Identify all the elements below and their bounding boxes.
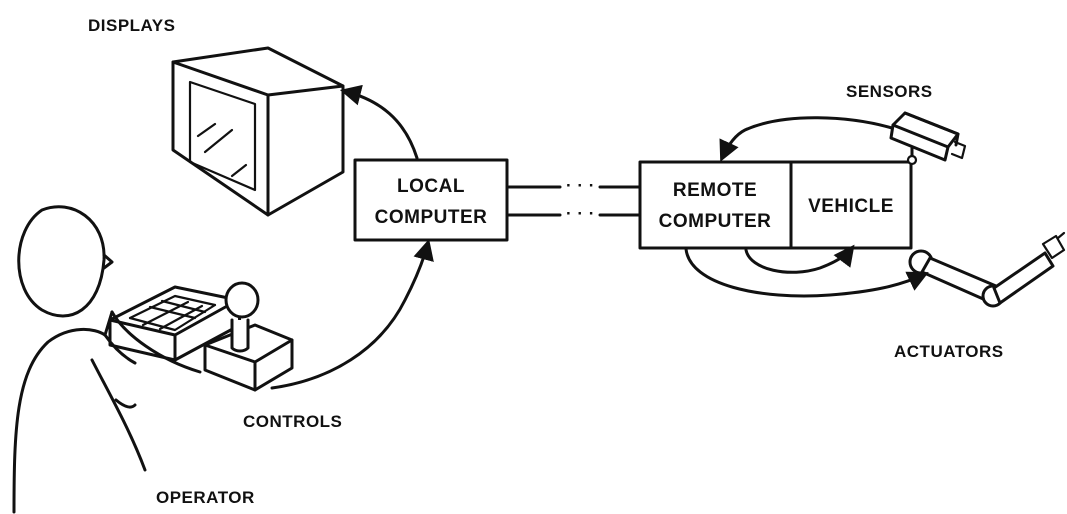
remote-computer-box: REMOTE COMPUTER — [638, 160, 793, 250]
actuators-label: ACTUATORS — [894, 342, 1004, 361]
sensors-label: SENSORS — [846, 82, 933, 101]
actuator-arm — [908, 231, 1066, 308]
display-monitor — [171, 46, 345, 217]
remote-computer-label-line2: COMPUTER — [659, 211, 772, 232]
communication-link: · · · · · · — [507, 176, 643, 223]
local-computer-box: LOCAL COMPUTER — [353, 158, 509, 242]
remote-to-actuators-arrow — [684, 247, 929, 298]
control-console — [108, 281, 294, 392]
link-dots-upper: · · · — [566, 176, 595, 195]
local-computer-label-line1: LOCAL — [397, 176, 465, 197]
remote-computer-label-line1: REMOTE — [673, 180, 757, 201]
sensor-to-remote-arrow — [719, 116, 894, 162]
vehicle-label: VEHICLE — [808, 196, 894, 217]
controls-to-local-arrow — [270, 238, 434, 390]
controls-label: CONTROLS — [243, 412, 342, 431]
operator-figure — [12, 205, 202, 514]
link-dots-lower: · · · — [566, 204, 595, 223]
vehicle-box: VEHICLE — [789, 160, 913, 250]
sensor-camera — [889, 111, 967, 166]
remote-to-vehicle-arrow — [744, 244, 855, 274]
local-to-display-arrow — [339, 84, 419, 160]
local-computer-label-line2: COMPUTER — [375, 207, 488, 228]
operator-label: OPERATOR — [156, 488, 255, 507]
displays-label: DISPLAYS — [88, 16, 175, 35]
